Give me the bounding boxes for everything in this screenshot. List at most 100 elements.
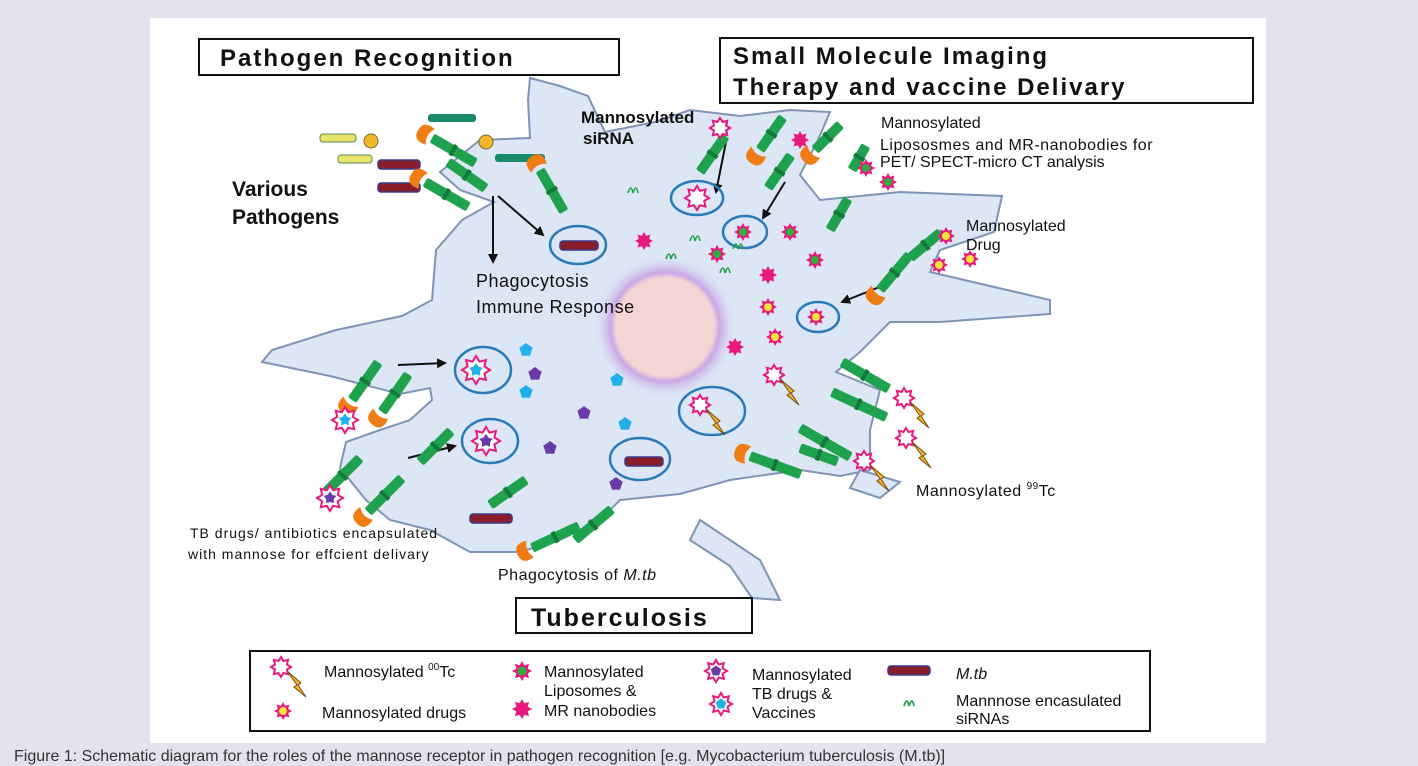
- free-drug: [577, 406, 591, 419]
- mannose-receptor: [848, 143, 870, 172]
- pathogen-rod: [428, 114, 476, 122]
- tc-probe: [688, 393, 712, 417]
- mtb-rod: [377, 159, 421, 170]
- nanobody: [726, 338, 744, 356]
- nanobody: [635, 232, 653, 250]
- liposome-core: [712, 249, 722, 259]
- tc-probe-tail: [779, 378, 800, 406]
- legend-tb-drug-core-icon: [710, 665, 722, 676]
- mannose-receptor: [826, 197, 852, 232]
- phagocytosis-mtb-label: Phagocytosis of M.tb: [498, 567, 657, 584]
- mannose-receptors: [323, 115, 944, 561]
- legend-icons: [269, 655, 931, 720]
- tc-probe-tail: [911, 441, 932, 469]
- liposome-core: [738, 227, 748, 237]
- mannose-receptor: [840, 358, 891, 393]
- particles: [315, 116, 979, 513]
- arrow-pathogen-diag: [497, 195, 545, 237]
- mtb-rod: [377, 182, 421, 193]
- mannose-receptor: [696, 133, 729, 175]
- tb-vaccine-core: [338, 413, 352, 426]
- free-drug: [528, 367, 542, 380]
- drug-core: [941, 231, 951, 241]
- legend-liposomes-1: Mannosylated: [544, 664, 644, 681]
- imaging-box: [719, 37, 1254, 104]
- mannose-receptor: [445, 158, 488, 192]
- cell-projection-right: [848, 468, 903, 500]
- mtb-rod: [469, 513, 513, 524]
- mannose-receptor: [526, 154, 568, 214]
- vesicle-sirna: [669, 179, 725, 217]
- tuberculosis-heading: Tuberculosis: [531, 604, 709, 632]
- mannose-receptor: [830, 388, 888, 422]
- vesicle-mtb-lower: [608, 436, 672, 482]
- mannosylated-drug-label-2: Drug: [966, 237, 1001, 254]
- liposomes-label-1: Mannosylated: [881, 115, 981, 132]
- tb-drug-core: [479, 434, 493, 447]
- free-vaccine: [610, 373, 624, 386]
- mannose-receptor: [368, 372, 412, 428]
- tc-probe: [852, 449, 876, 473]
- legend-drugs: Mannosylated drugs: [322, 705, 466, 722]
- cell-projection: [688, 518, 782, 602]
- mannose-receptor: [800, 121, 844, 165]
- sirna: [732, 243, 744, 250]
- mannose-receptor: [323, 455, 363, 495]
- legend-liposomes-3: MR nanobodies: [544, 703, 656, 720]
- nanobody: [759, 266, 777, 284]
- legend-mtb: M.tb: [956, 666, 987, 683]
- sirna: [665, 253, 677, 260]
- legend-tb-3: Vaccines: [752, 705, 816, 722]
- legend-liposome-core-icon: [517, 666, 527, 676]
- nanobody: [791, 131, 809, 149]
- legend-box: [249, 650, 1151, 732]
- vesicle-tb-lower: [460, 417, 520, 465]
- tc-probe: [894, 426, 918, 450]
- tb-vaccine-core: [469, 363, 483, 376]
- mtb-rod: [559, 240, 599, 251]
- imaging-heading-line1: Small Molecule Imaging: [733, 43, 1049, 70]
- free-vaccine: [519, 343, 533, 356]
- liposomes-label-2: Lipososmes and MR-nanobodies for: [880, 137, 1153, 154]
- tb-drugs-label-1: TB drugs/ antibiotics encapsulated: [190, 525, 438, 541]
- free-vaccine: [519, 385, 533, 398]
- legend-sirna-2: siRNAs: [956, 711, 1009, 728]
- sirna: [689, 235, 701, 242]
- legend-mtb-icon: [887, 665, 931, 676]
- liposome-core: [810, 255, 820, 265]
- legend-liposomes-2: Liposomes &: [544, 683, 637, 700]
- legend-tc: Mannosylated 00Tc: [324, 662, 455, 681]
- legend-drug-core-icon: [279, 707, 287, 715]
- free-drug: [543, 441, 557, 454]
- pathogen-recognition-box: [198, 38, 620, 76]
- mannose-receptor: [353, 475, 405, 527]
- legend-sirna-icon: [903, 700, 915, 707]
- mannose-receptor: [907, 229, 944, 262]
- legend-sirna-1: Mannnose encasulated: [956, 693, 1121, 710]
- tb-drugs-label-2: with mannose for effcient delivary: [187, 546, 430, 562]
- drug-core: [934, 260, 944, 270]
- tc-probe: [892, 386, 916, 410]
- liposome-core: [785, 227, 795, 237]
- legend-nanobody-icon: [512, 699, 532, 719]
- liposome-core: [883, 177, 893, 187]
- figure-caption: Figure 1: Schematic diagram for the role…: [14, 748, 946, 765]
- tc-probe-tail: [909, 401, 930, 429]
- legend-tc-tail-icon: [286, 670, 307, 698]
- drug-core: [763, 302, 773, 312]
- various-pathogens-label-2: Pathogens: [232, 206, 339, 229]
- vesicle-liposome: [721, 214, 769, 250]
- vesicle-tc: [677, 385, 747, 437]
- legend-tb-1: Mannosylated: [752, 667, 852, 684]
- immune-response-label: Immune Response: [476, 297, 635, 317]
- tc-probe: [762, 363, 786, 387]
- liposomes-label-3: PET/ SPECT-micro CT analysis: [880, 154, 1105, 171]
- tc-probe-tail: [705, 408, 726, 436]
- liposome-core: [861, 163, 871, 173]
- drug-core: [770, 332, 780, 342]
- mtb-rods: [319, 114, 664, 524]
- mannose-receptor: [798, 424, 852, 461]
- free-vaccine: [618, 417, 632, 430]
